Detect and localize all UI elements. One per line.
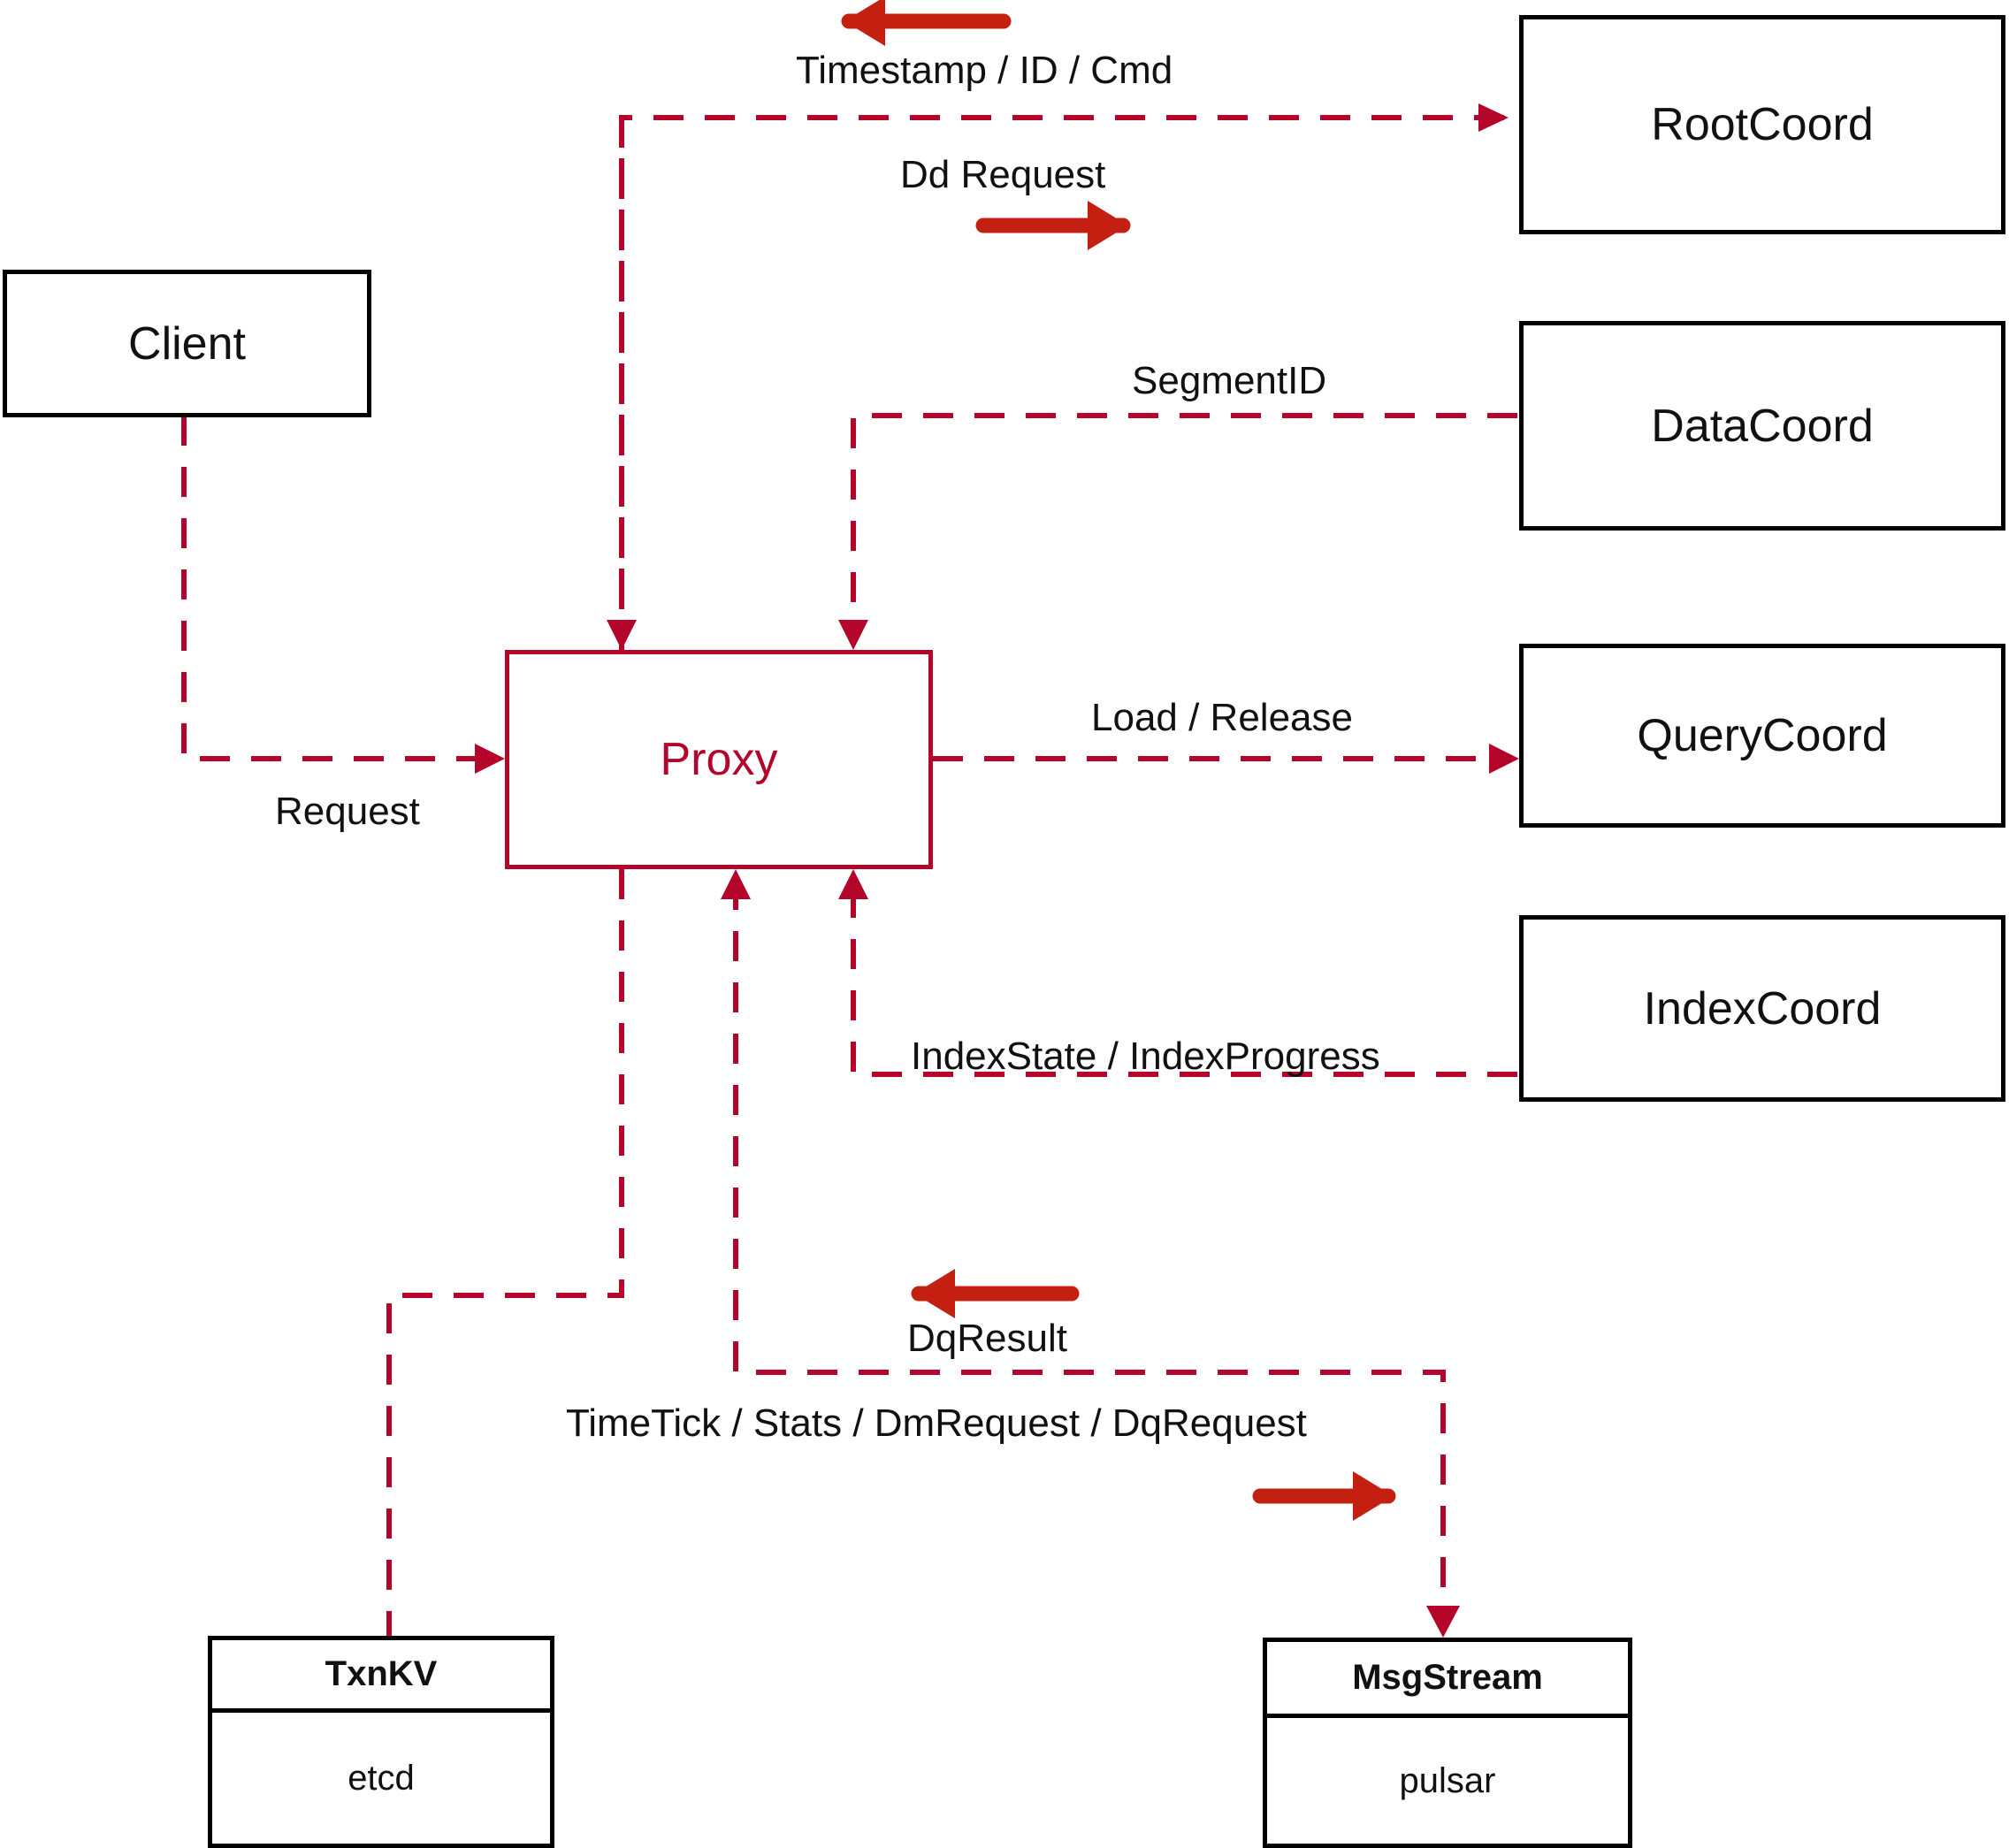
- edge-datacoord-proxy: [838, 413, 1517, 650]
- node-msgstream-title: MsgStream: [1352, 1658, 1543, 1697]
- node-msgstream-body: pulsar: [1267, 1718, 1628, 1844]
- edge-label-load-release: Load / Release: [1091, 696, 1353, 739]
- edge-proxy-rootcoord: [607, 103, 1509, 650]
- node-txnkv-title: TxnKV: [325, 1654, 438, 1693]
- arrow-dq-result-left: [911, 1269, 1080, 1318]
- node-proxy[interactable]: Proxy: [505, 650, 933, 869]
- edge-label-segment-id: SegmentID: [1132, 359, 1327, 402]
- edge-proxy-querycoord: [933, 744, 1519, 774]
- node-txnkv[interactable]: TxnKV etcd: [208, 1636, 554, 1848]
- edge-proxy-msgstream: [721, 869, 1460, 1638]
- node-indexcoord-label: IndexCoord: [1643, 982, 1882, 1035]
- node-rootcoord[interactable]: RootCoord: [1519, 15, 2005, 234]
- node-datacoord-label: DataCoord: [1651, 400, 1874, 452]
- edge-indexcoord-proxy: [838, 869, 1517, 1077]
- edge-proxy-txnkv: [386, 869, 624, 1636]
- node-client[interactable]: Client: [3, 270, 371, 417]
- node-txnkv-impl: etcd: [348, 1758, 415, 1798]
- edge-client-proxy: [181, 416, 505, 774]
- node-client-label: Client: [128, 317, 246, 370]
- edge-label-request: Request: [275, 790, 420, 833]
- edge-label-timestamp-id-cmd: Timestamp / ID / Cmd: [796, 49, 1173, 92]
- node-rootcoord-label: RootCoord: [1651, 99, 1874, 150]
- edge-label-timetick-stats: TimeTick / Stats / DmRequest / DqRequest: [566, 1401, 1307, 1445]
- arrow-timestamp-left: [841, 0, 1012, 46]
- node-querycoord[interactable]: QueryCoord: [1519, 644, 2005, 828]
- node-datacoord[interactable]: DataCoord: [1519, 321, 2005, 531]
- edge-label-dd-request: Dd Request: [900, 153, 1106, 196]
- edge-label-index-state-progress: IndexState / IndexProgress: [911, 1035, 1380, 1078]
- edge-label-dq-result: DqResult: [907, 1317, 1067, 1360]
- node-txnkv-header: TxnKV: [212, 1640, 550, 1713]
- node-proxy-label: Proxy: [660, 734, 778, 785]
- arrow-dq-request-right: [1252, 1471, 1396, 1521]
- node-txnkv-body: etcd: [212, 1713, 550, 1844]
- node-querycoord-label: QueryCoord: [1637, 710, 1888, 761]
- node-msgstream-header: MsgStream: [1267, 1642, 1628, 1718]
- node-msgstream[interactable]: MsgStream pulsar: [1263, 1638, 1632, 1848]
- node-msgstream-impl: pulsar: [1399, 1760, 1496, 1800]
- arrow-dd-request-right: [975, 201, 1131, 250]
- node-indexcoord[interactable]: IndexCoord: [1519, 915, 2005, 1102]
